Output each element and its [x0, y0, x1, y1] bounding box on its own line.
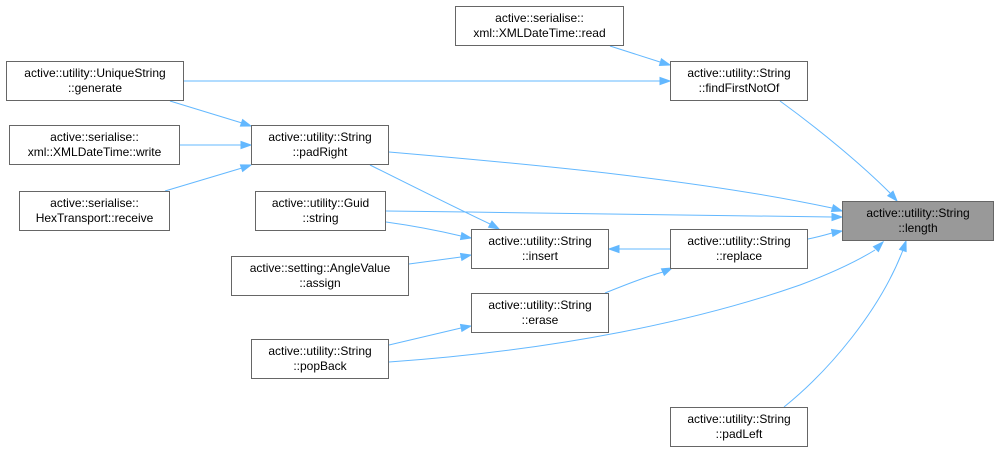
edge-findFirstNotOf-to-length — [779, 100, 898, 203]
edge-replace-to-length — [807, 228, 844, 240]
edge-popBack-to-erase — [388, 323, 473, 346]
node-label-line1: active::utility::String — [687, 234, 791, 248]
node-string-padright[interactable]: active::utility::String ::padRight — [251, 125, 389, 165]
edge-arrowhead — [898, 239, 907, 253]
edge-arrowhead — [239, 118, 253, 127]
edge-line — [609, 45, 661, 63]
node-label-line1: active::utility::String — [687, 412, 791, 426]
edge-padRight-to-insert — [369, 164, 501, 230]
edge-padLeft-to-length — [783, 239, 907, 408]
node-label-line1: active::serialise:: — [495, 11, 584, 25]
edge-arrowhead — [660, 267, 674, 277]
edge-xmlWrite-to-padRight — [180, 140, 253, 150]
node-xmldatetime-read[interactable]: active::serialise:: xml::XMLDateTime::re… — [455, 6, 624, 46]
edge-arrowhead — [459, 323, 473, 333]
edge-arrowhead — [658, 57, 672, 67]
node-anglevalue-assign[interactable]: active::setting::AngleValue ::assign — [231, 256, 409, 296]
node-hextransport-receive[interactable]: active::serialise:: HexTransport::receiv… — [19, 191, 170, 231]
node-string-padleft[interactable]: active::utility::String ::padLeft — [670, 407, 808, 447]
edge-line — [408, 256, 462, 265]
node-label-line2: ::popBack — [293, 359, 347, 373]
edge-line — [783, 249, 904, 408]
node-label-line2: ::assign — [299, 276, 341, 290]
node-label-line2: ::padRight — [292, 145, 348, 159]
node-label-line2: ::erase — [521, 313, 559, 327]
edge-line — [369, 164, 491, 225]
edge-line — [388, 249, 876, 363]
edge-line — [388, 151, 833, 209]
edge-angleAssign-to-insert — [408, 252, 473, 265]
node-label-line2: ::string — [302, 211, 339, 225]
edge-line — [779, 100, 891, 194]
edge-arrowhead — [240, 140, 253, 150]
node-label-line2: ::generate — [67, 81, 123, 95]
edge-guidString-to-insert — [385, 221, 473, 241]
node-label-line1: active::setting::AngleValue — [249, 261, 391, 275]
edge-arrowhead — [830, 203, 844, 213]
node-label-line2: ::replace — [715, 249, 763, 263]
edge-arrowhead — [487, 220, 501, 230]
edge-line — [385, 221, 462, 237]
edge-arrowhead — [830, 228, 844, 238]
edge-replace-to-insert — [607, 244, 670, 254]
node-guid-string[interactable]: active::utility::Guid ::string — [255, 191, 386, 231]
edge-xmlRead-to-findFirstNotOf — [609, 45, 672, 67]
edge-line — [164, 167, 243, 192]
edge-popBack-to-length — [388, 240, 885, 363]
node-label-line1: active::serialise:: — [50, 196, 139, 210]
node-label-line2: HexTransport::receive — [35, 211, 154, 225]
edge-erase-to-replace — [604, 267, 674, 294]
node-label-line1: active::utility::String — [488, 234, 592, 248]
edge-uniqueString-to-findFirstNotOf — [184, 76, 672, 86]
node-label-line1: active::utility::String — [268, 130, 372, 144]
node-uniquestring-generate[interactable]: active::utility::UniqueString ::generate — [6, 61, 184, 101]
node-xmldatetime-write[interactable]: active::serialise:: xml::XMLDateTime::wr… — [9, 125, 180, 165]
node-label-line2: ::insert — [521, 249, 558, 263]
edge-padRight-to-length — [388, 151, 844, 213]
node-string-length: active::utility::String ::length — [842, 201, 994, 241]
edge-hexReceive-to-padRight — [164, 164, 253, 192]
edge-arrowhead — [607, 244, 620, 254]
node-label-line2: xml::XMLDateTime::read — [473, 26, 606, 40]
node-string-findfirstnotof[interactable]: active::utility::String ::findFirstNotOf — [670, 61, 808, 101]
edge-arrowhead — [459, 252, 473, 262]
node-string-popback[interactable]: active::utility::String ::popBack — [251, 339, 389, 379]
edge-arrowhead — [459, 231, 473, 241]
node-label-line1: active::serialise:: — [50, 130, 139, 144]
edge-line — [388, 327, 462, 346]
edge-arrowhead — [831, 212, 844, 222]
node-label-line1: active::utility::String — [687, 66, 791, 80]
edge-line — [807, 232, 833, 240]
node-label-line2: ::padLeft — [715, 427, 763, 441]
edge-line — [169, 100, 243, 124]
node-string-insert[interactable]: active::utility::String ::insert — [471, 229, 609, 269]
edge-arrowhead — [886, 190, 898, 203]
node-label-line1: active::utility::String — [268, 344, 372, 358]
node-label-line2: ::length — [898, 221, 938, 235]
node-label-line2: ::findFirstNotOf — [698, 81, 780, 95]
node-label-line1: active::utility::UniqueString — [24, 66, 166, 80]
node-label-line1: active::utility::String — [488, 298, 592, 312]
edge-arrowhead — [872, 240, 885, 253]
edge-uniqueString-to-padRight — [169, 100, 253, 127]
node-string-erase[interactable]: active::utility::String ::erase — [471, 293, 609, 333]
edge-arrowhead — [659, 76, 672, 86]
node-string-replace[interactable]: active::utility::String ::replace — [670, 229, 808, 269]
edge-line — [385, 210, 833, 218]
node-label-line1: active::utility::Guid — [271, 196, 370, 210]
node-label-line2: xml::XMLDateTime::write — [27, 145, 162, 159]
edge-guidString-to-length — [385, 210, 844, 222]
edge-line — [604, 271, 664, 294]
edge-arrowhead — [239, 164, 253, 173]
node-label-line1: active::utility::String — [866, 206, 970, 220]
